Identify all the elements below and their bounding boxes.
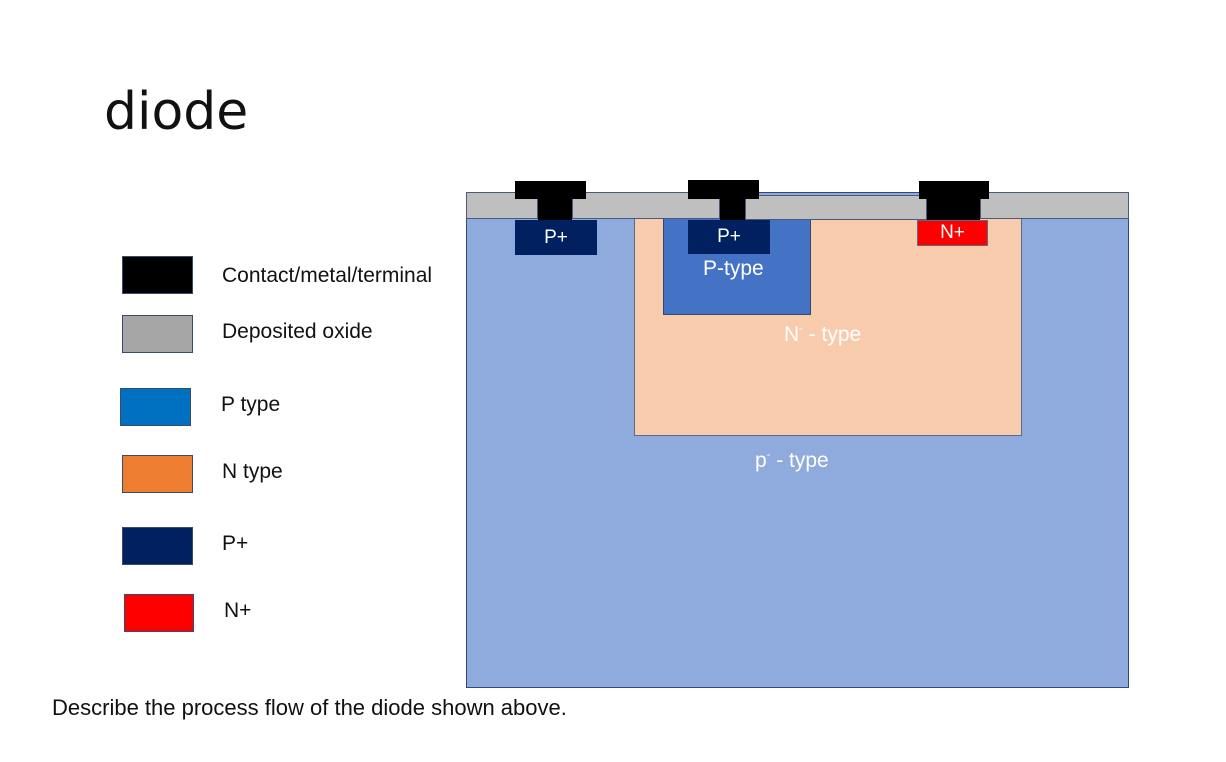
metal-contact-2-cap — [688, 180, 759, 199]
oxide-segment-4 — [980, 192, 1129, 219]
legend-swatch-contact — [122, 256, 193, 294]
legend-swatch-p-type — [120, 388, 191, 426]
legend-label-p-plus: P+ — [222, 532, 249, 555]
oxide-segment-3 — [745, 195, 927, 220]
metal-contact-1-stem — [538, 197, 572, 221]
metal-contact-3-cap — [919, 181, 989, 199]
substrate-label: p- - type — [755, 449, 829, 472]
page-title: diode — [104, 82, 249, 142]
metal-contact-3-stem — [927, 197, 980, 221]
legend-swatch-n-type — [122, 455, 193, 493]
legend-label-contact: Contact/metal/terminal — [222, 264, 433, 287]
legend-swatch-oxide — [122, 315, 193, 353]
p-well-label: P-type — [703, 257, 764, 280]
legend-label-p-type: P type — [221, 393, 281, 416]
metal-contact-1-cap — [515, 181, 586, 199]
legend-label-oxide: Deposited oxide — [222, 320, 373, 343]
legend-label-n-type: N type — [222, 460, 283, 483]
question-text: Describe the process flow of the diode s… — [52, 695, 567, 720]
p-plus-diffusion-2: P+ — [688, 220, 770, 254]
p-plus-diffusion-1: P+ — [515, 220, 597, 255]
metal-contact-2-stem — [720, 197, 745, 221]
n-plus-diffusion: N+ — [917, 220, 988, 246]
legend-label-n-plus: N+ — [224, 599, 252, 622]
legend-swatch-n-plus — [124, 594, 194, 632]
n-well-label: N- - type — [784, 323, 862, 346]
legend-swatch-p-plus — [122, 527, 193, 565]
